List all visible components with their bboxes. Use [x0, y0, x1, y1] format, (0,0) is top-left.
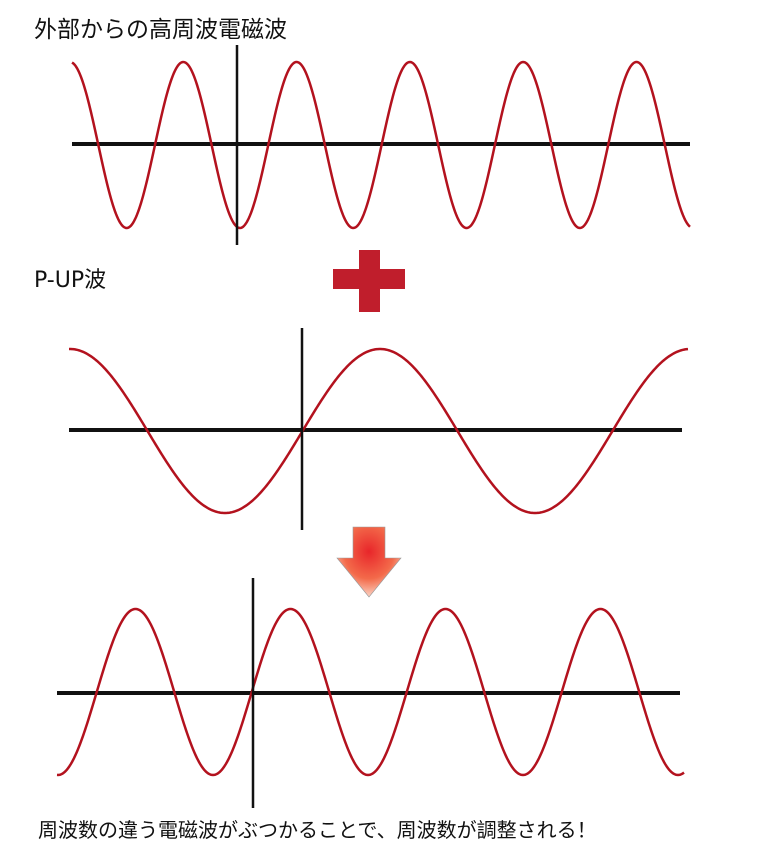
- external-wave-curve: [71, 60, 691, 230]
- external-wave-label: 外部からの高周波電磁波: [34, 17, 287, 43]
- resulting-wave-curve: [56, 607, 685, 777]
- pup-wave-curve: [68, 347, 689, 515]
- plus-icon: [333, 250, 405, 312]
- arrow-down-icon: [336, 526, 402, 598]
- caption: 周波数の違う電磁波がぶつかることで、周波数が調整される！: [38, 818, 597, 842]
- pup-wave-label: P-UP波: [34, 268, 107, 293]
